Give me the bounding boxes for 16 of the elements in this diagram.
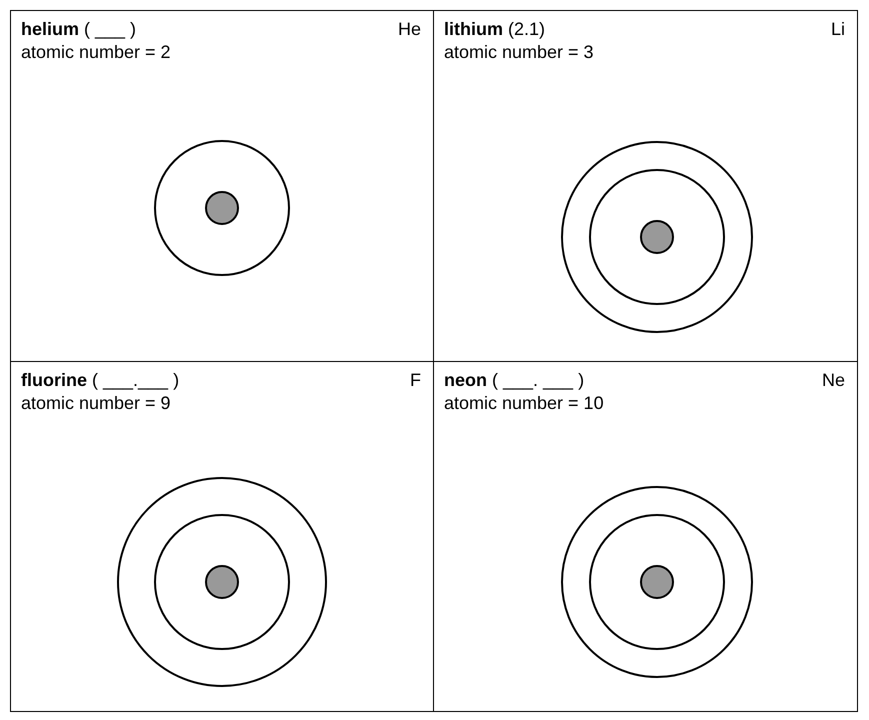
element-heading: neon ( ___. ___ ) xyxy=(444,370,584,391)
element-symbol: He xyxy=(398,19,421,40)
element-symbol: F xyxy=(410,370,421,391)
atomic-number-text: atomic number = 9 xyxy=(21,393,171,414)
grid-cell xyxy=(433,361,858,712)
element-symbol: Li xyxy=(830,19,845,40)
element-heading: helium ( ___ ) xyxy=(21,19,136,40)
grid-cell xyxy=(10,10,434,362)
atomic-number-text: atomic number = 3 xyxy=(444,42,594,63)
atomic-number-text: atomic number = 2 xyxy=(21,42,171,63)
atomic-number-text: atomic number = 10 xyxy=(444,393,604,414)
element-symbol: Ne xyxy=(822,370,845,391)
grid-cell xyxy=(433,10,858,362)
element-heading: lithium (2.1) xyxy=(444,19,546,40)
element-heading: fluorine ( ___.___ ) xyxy=(21,370,180,391)
grid-cell xyxy=(10,361,434,712)
